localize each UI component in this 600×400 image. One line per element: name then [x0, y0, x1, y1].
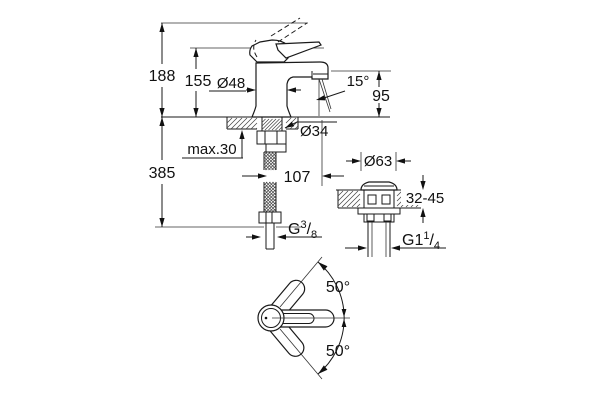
swing-angle-down: 50° — [326, 343, 350, 360]
svg-text:max.30: max.30 — [187, 141, 236, 158]
dim-below-deck-length: 385 — [149, 117, 176, 227]
dim-supply-thread: G3/8 — [246, 219, 322, 241]
dim-base-diameter: Ø48 — [209, 75, 301, 93]
dim-body-height: 155 — [185, 48, 212, 117]
svg-text:188: 188 — [149, 68, 176, 85]
mounting-nut — [257, 131, 286, 144]
svg-text:155: 155 — [185, 73, 212, 90]
waste-deck-hatch-left — [338, 191, 360, 207]
flex-hose — [259, 152, 281, 249]
lever-handle — [276, 42, 321, 58]
waste-valve — [358, 182, 400, 257]
dim-flange-diameter: Ø63 — [346, 152, 411, 171]
front-view: 188 155 385 95 — [149, 18, 391, 249]
dim-spout-height: 95 — [331, 71, 391, 117]
svg-text:Ø63: Ø63 — [364, 153, 392, 170]
svg-text:32-45: 32-45 — [406, 190, 444, 207]
g114-label: G11/4 — [402, 230, 440, 252]
hose-nut — [259, 212, 281, 223]
dim-overall-height: 188 — [149, 23, 176, 117]
swing-angle-up: 50° — [326, 279, 350, 296]
top-view: 50° 50° — [258, 257, 350, 379]
dim-spout-projection: 107 — [242, 120, 344, 186]
valve-locknut — [358, 208, 400, 214]
dim-deck-thickness-range: 32-45 — [406, 175, 444, 223]
svg-text:Ø48: Ø48 — [217, 75, 245, 92]
faucet-body — [250, 40, 328, 117]
lever-raised-dashed — [254, 18, 307, 57]
dim-aerator-angle: 15° — [316, 73, 370, 101]
svg-text:Ø34: Ø34 — [300, 123, 328, 140]
swing-arc — [318, 262, 344, 374]
svg-text:95: 95 — [372, 88, 390, 105]
hose-nipple — [266, 144, 286, 152]
water-stream — [319, 79, 331, 116]
dim-hole-diameter: Ø34 — [284, 122, 337, 140]
mounting-shank — [257, 117, 286, 152]
dim-waste-thread: G11/4 — [345, 230, 446, 252]
svg-text:15°: 15° — [347, 73, 370, 90]
svg-text:385: 385 — [149, 165, 176, 182]
counter-hatch-left — [227, 118, 257, 129]
waste-valve-view: Ø63 32-45 G11/4 — [336, 152, 449, 257]
g38-label: G3/8 — [288, 219, 317, 241]
svg-text:107: 107 — [284, 169, 311, 186]
dim-max-deck-thickness: max.30 — [182, 130, 245, 158]
